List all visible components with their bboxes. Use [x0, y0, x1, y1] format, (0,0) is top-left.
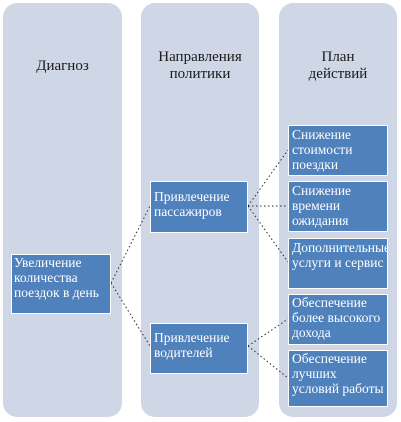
connector-drivers-to-conditions — [247, 345, 289, 379]
column-title-policy: Направления политики — [158, 49, 242, 82]
connector-drivers-to-income — [247, 318, 289, 347]
action-node-cost: Снижение стоимости поездки — [288, 125, 388, 176]
diagnosis-node: Увеличение количества поездок в день — [11, 254, 111, 314]
action-label-conditions: Обеспечение лучших условий работы — [292, 351, 384, 396]
connector-diagnosis-to-passengers — [110, 205, 151, 284]
action-label-services: Дополнительные услуги и сервис — [292, 240, 388, 270]
column-title-diagnosis: Диагноз — [36, 58, 89, 74]
action-node-wait: Снижение времени ожидания — [288, 181, 388, 232]
diagnosis-label: Увеличение количества поездок в день — [14, 255, 99, 300]
connector-diagnosis-to-drivers — [110, 282, 151, 347]
policy-node-passengers: Привлечение пассажиров — [150, 181, 248, 233]
policy-node-drivers: Привлечение водителей — [150, 323, 248, 374]
action-node-services: Дополнительные услуги и сервис — [288, 238, 388, 289]
action-node-income: Обеспечение более высокого дохода — [288, 294, 388, 345]
action-label-cost: Снижение стоимости поездки — [292, 127, 353, 172]
policy-label-passengers: Привлечение пассажиров — [154, 189, 230, 219]
policy-label-drivers: Привлечение водителей — [154, 330, 230, 360]
column-diagnosis: Диагноз — [3, 3, 122, 417]
action-node-conditions: Обеспечение лучших условий работы — [288, 350, 388, 407]
connector-passengers-to-cost — [247, 149, 289, 207]
connector-passengers-to-services — [247, 205, 289, 263]
column-title-actions: План действий — [308, 49, 368, 82]
action-label-income: Обеспечение более высокого дохода — [292, 295, 381, 340]
action-label-wait: Снижение времени ожидания — [292, 183, 352, 228]
